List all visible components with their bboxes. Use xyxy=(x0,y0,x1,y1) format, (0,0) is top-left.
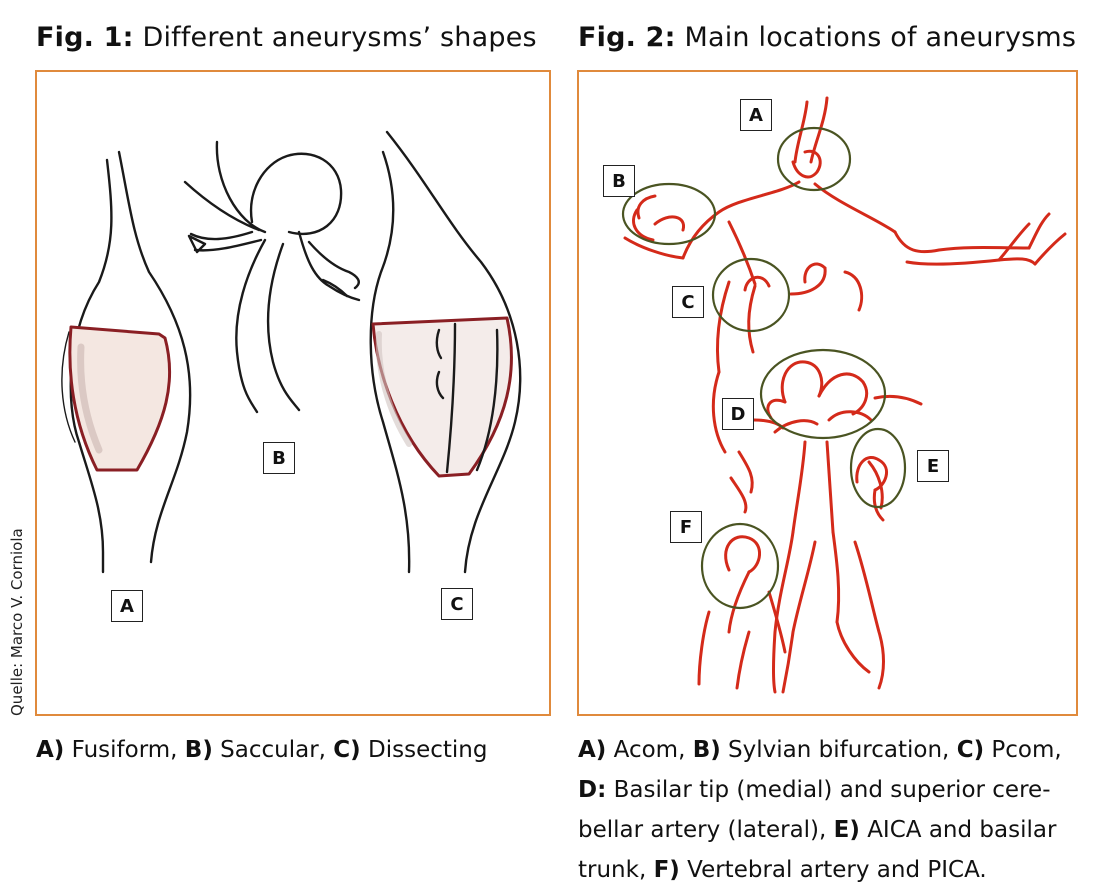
fig1-label-a: A xyxy=(111,590,143,622)
caption2-text-c: Pcom, xyxy=(984,737,1062,763)
ring-d xyxy=(759,348,887,440)
fig1-title: Fig. 1: Different aneurysms’ shapes xyxy=(36,22,537,53)
caption2-key-d: D: xyxy=(578,777,607,803)
fig1-drawing xyxy=(61,130,522,574)
caption2-key-b: B) xyxy=(692,737,721,763)
caption2-text-b: Sylvian bifurcation, xyxy=(720,737,957,763)
ring-a xyxy=(776,126,852,192)
caption2-key-a: A) xyxy=(578,737,607,763)
fig2-label-a: A xyxy=(740,99,772,131)
fig2-label-d: D xyxy=(722,398,754,430)
caption2-text-e: AICA and basilar trunk, xyxy=(578,817,1057,883)
caption2-key-e: E) xyxy=(833,817,860,843)
fig1-panel: A B C xyxy=(35,70,551,716)
caption1-key-c: C) xyxy=(333,737,361,763)
caption2-text-a: Acom, xyxy=(606,737,693,763)
caption1-text-a: Fusiform, xyxy=(64,737,185,763)
image-credit: Quelle: Marco V. Corniola xyxy=(8,528,26,716)
fusiform-aneurysm-drawing xyxy=(61,150,192,574)
fig2-caption: A) Acom, B) Sylvian bifurcation, C) Pcom… xyxy=(578,730,1083,890)
caption1-text-b: Saccular, xyxy=(212,737,334,763)
fig2-drawing xyxy=(621,96,1067,694)
fig1-label-b: B xyxy=(263,442,295,474)
saccular-aneurysm-drawing xyxy=(183,140,361,414)
caption2-key-c: C) xyxy=(956,737,985,763)
ring-b xyxy=(621,182,717,246)
fig1-title-number: Fig. 1: xyxy=(36,22,134,53)
caption1-key-a: A) xyxy=(36,737,65,763)
fig1-caption: A) Fusiform, B) Saccular, C) Dissecting xyxy=(36,730,556,770)
caption2-text-d: Basilar tip (medial) and superior cere­b… xyxy=(578,777,1051,843)
ring-f xyxy=(700,522,780,610)
ring-c xyxy=(711,257,791,333)
fig2-title-text: Main locations of aneurysms xyxy=(675,22,1077,53)
fig1-label-c: C xyxy=(441,588,473,620)
caption1-key-b: B) xyxy=(184,737,213,763)
fig2-label-e: E xyxy=(917,450,949,482)
fig2-title: Fig. 2: Main locations of aneurysms xyxy=(578,22,1076,53)
caption2-text-f: Vertebral artery and PICA. xyxy=(679,857,987,883)
caption1-text-c: Dissecting xyxy=(360,737,488,763)
ring-e xyxy=(849,427,907,509)
cerebral-arteries-drawing xyxy=(623,96,1067,694)
fig2-label-b: B xyxy=(603,165,635,197)
caption2-key-f: F) xyxy=(653,857,680,883)
dissecting-aneurysm-drawing xyxy=(369,130,522,574)
fig2-label-c: C xyxy=(672,286,704,318)
fig2-panel: A B C D E F xyxy=(577,70,1078,716)
fig1-title-text: Different aneurysms’ shapes xyxy=(133,22,537,53)
fig2-label-f: F xyxy=(670,511,702,543)
fig2-title-number: Fig. 2: xyxy=(578,22,676,53)
